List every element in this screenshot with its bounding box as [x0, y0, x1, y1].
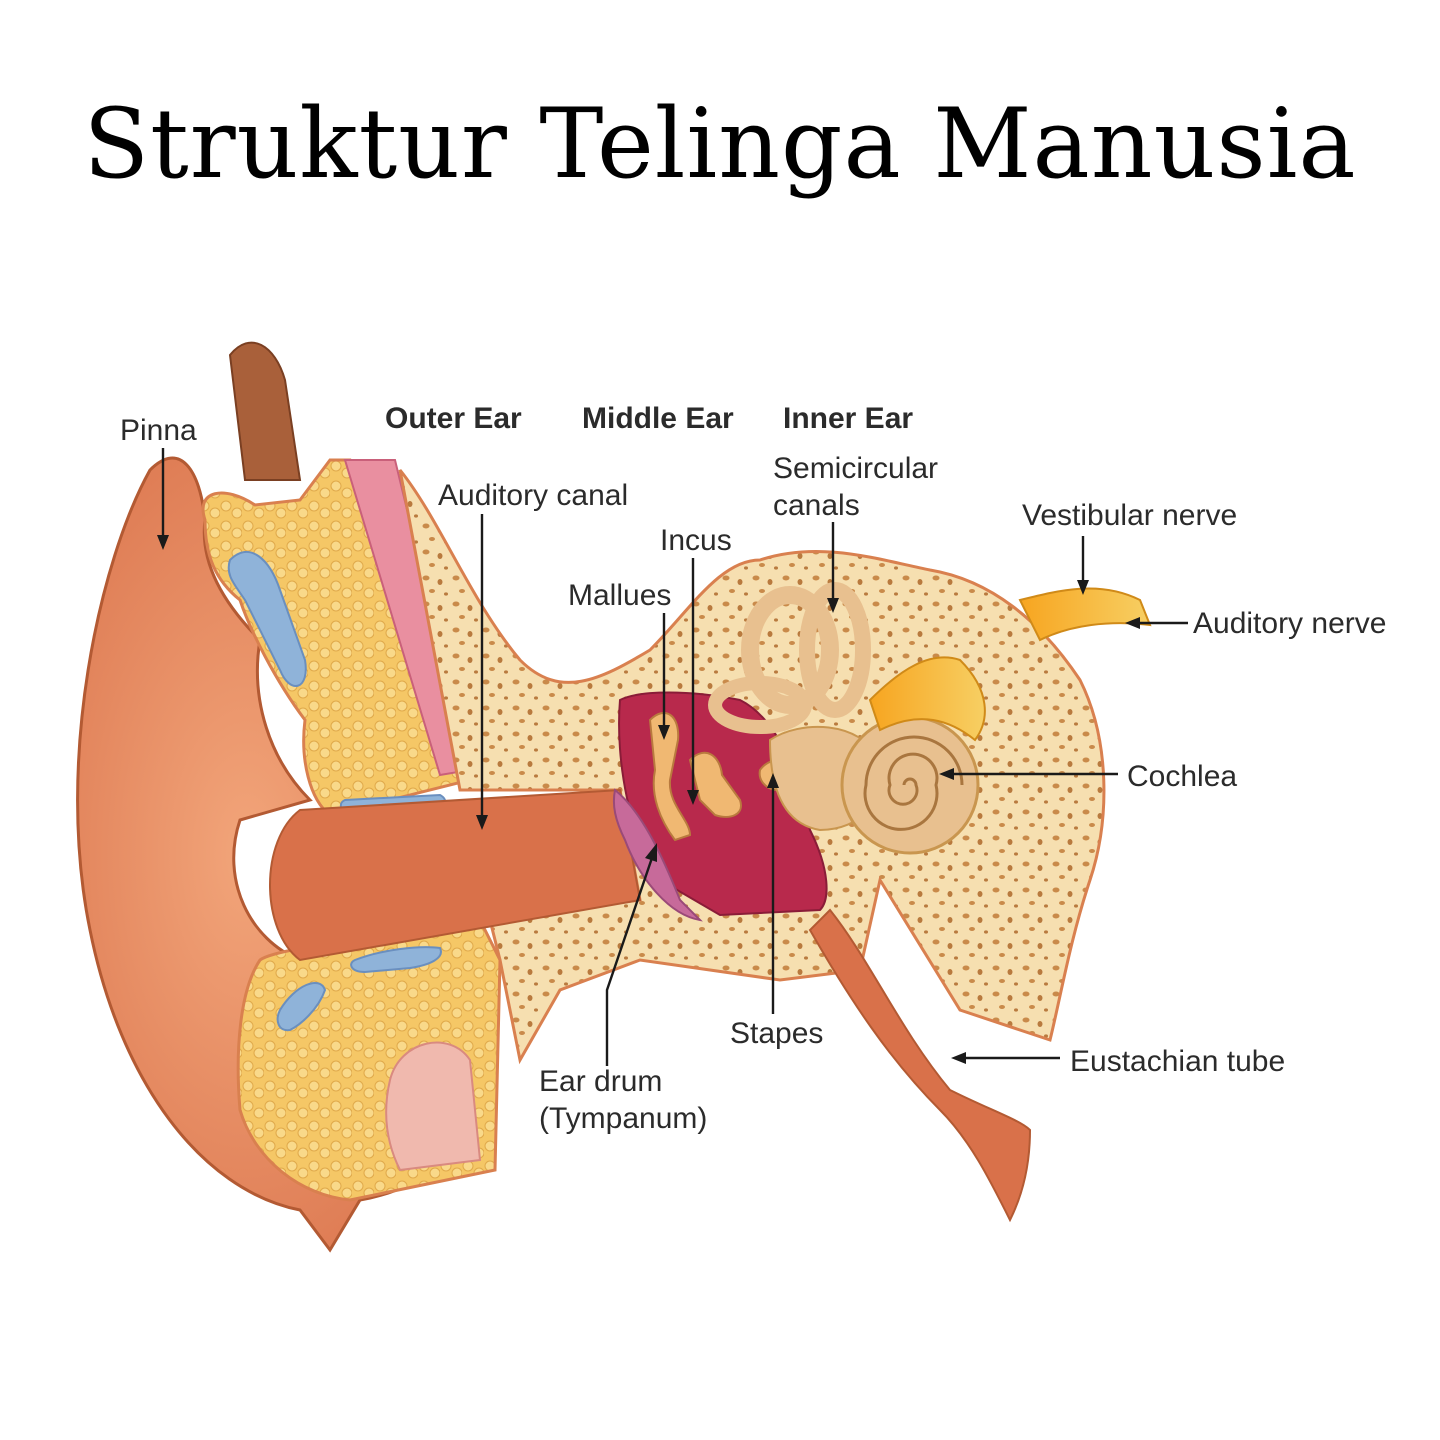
semicircular-canal-3 — [708, 676, 812, 734]
label-ear-drum-line2: (Tympanum) — [539, 1102, 707, 1135]
auditory-canal-tube — [269, 788, 642, 962]
vestibular-auditory-nerve — [1018, 587, 1152, 642]
hair-tuft — [228, 341, 302, 481]
cartilage-upper — [227, 550, 307, 687]
page-title: Struktur Telinga Manusia — [83, 88, 1357, 200]
cochlear-nerve-bundle — [868, 656, 986, 742]
section-middle-ear: Middle Ear — [582, 402, 734, 435]
label-semicircular-line2: canals — [773, 489, 860, 522]
incus-bone — [688, 751, 742, 818]
gland-tissue — [385, 1041, 482, 1172]
semicircular-canal-2 — [799, 582, 871, 718]
malleus-bone — [648, 711, 692, 842]
label-cochlea: Cochlea — [1127, 760, 1237, 793]
cochlea-spiral — [863, 735, 964, 831]
label-ear-drum-line1: Ear drum — [539, 1065, 662, 1098]
section-outer-ear: Outer Ear — [385, 402, 522, 435]
label-incus: Incus — [660, 524, 732, 557]
eustachian-tube-shape — [808, 908, 1032, 1223]
label-auditory-canal: Auditory canal — [438, 479, 628, 512]
label-semicircular-line1: Semicircular — [773, 452, 938, 485]
upper-fat-tissue — [201, 458, 472, 817]
label-auditory-nerve: Auditory nerve — [1193, 607, 1386, 640]
leader-lines — [157, 448, 1188, 1066]
label-pinna: Pinna — [120, 414, 197, 447]
section-inner-ear: Inner Ear — [783, 402, 913, 435]
cartilage-lower-2 — [350, 946, 442, 974]
label-stapes: Stapes — [730, 1017, 823, 1050]
label-eustachian-tube: Eustachian tube — [1070, 1045, 1285, 1078]
semicircular-canal-1 — [741, 586, 839, 714]
label-vestibular-nerve: Vestibular nerve — [1022, 499, 1237, 532]
cartilage-lower-1 — [276, 981, 327, 1032]
label-mallues: Mallues — [568, 579, 671, 612]
